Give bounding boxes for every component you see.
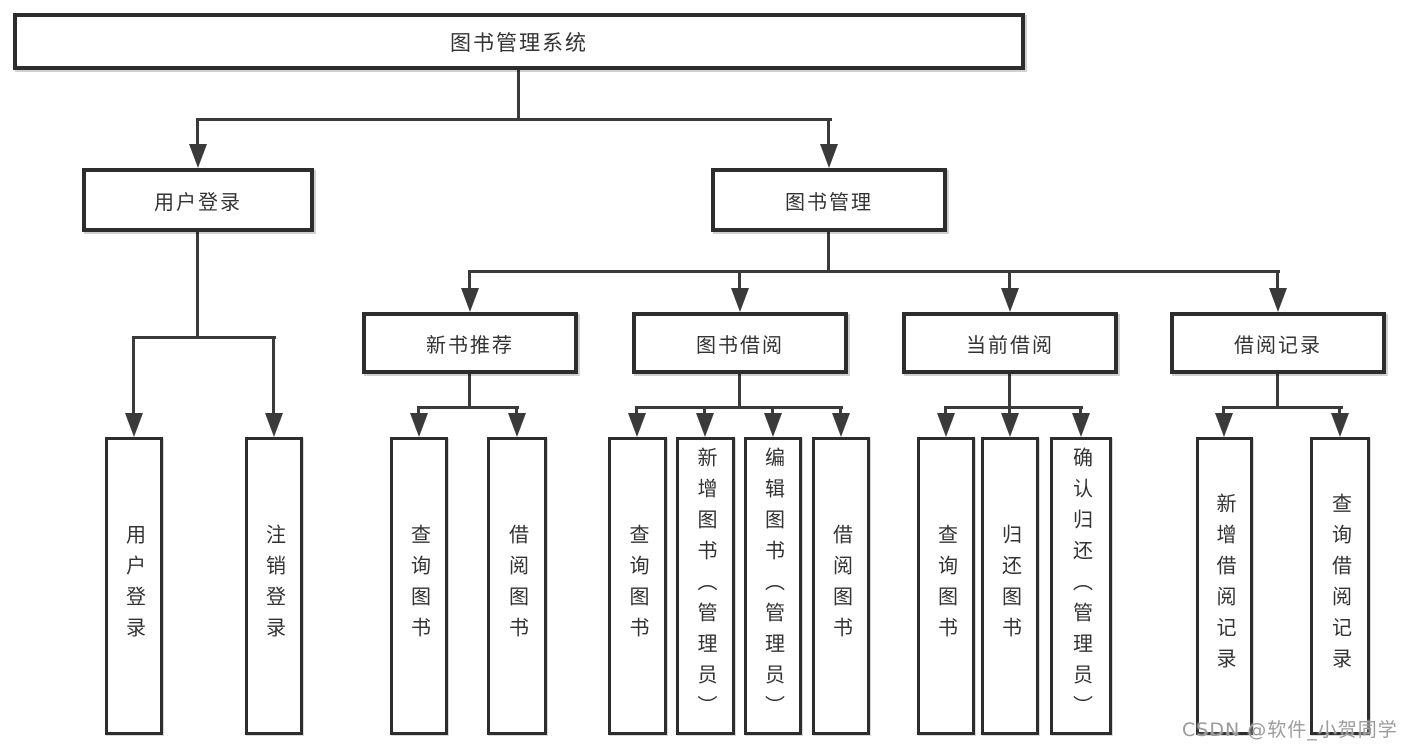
connector-line [1008,270,1011,290]
connector-line [517,70,520,120]
connector-line [771,406,774,416]
node-borrow-record: 借阅记录 [1170,312,1386,374]
node-label: 图书借阅 [696,332,784,357]
connector-line [1008,374,1011,406]
leaf-query-books-1: 查询图书 [390,437,448,735]
leaf-user-login: 用户登录 [105,437,163,735]
arrow-down-icon [832,413,850,437]
node-label: 编辑图书（管理员） [761,446,786,726]
connector-line [417,406,420,416]
connector-line [944,406,1083,409]
node-current-borrow: 当前借阅 [902,312,1118,374]
connector-line [1338,406,1341,416]
arrow-down-icon [410,413,428,437]
arrow-down-icon [696,413,714,437]
arrow-down-icon [1072,413,1090,437]
node-label: 借阅图书 [505,524,530,648]
connector-line [635,406,843,409]
connector-line [839,406,842,416]
connector-line [1008,406,1011,416]
connector-line [738,374,741,406]
node-new-book-recommend: 新书推荐 [362,312,578,374]
leaf-query-books-3: 查询图书 [917,437,975,735]
connector-line [417,406,519,409]
node-label: 查询图书 [407,524,432,648]
leaf-confirm-return-admin: 确认归还（管理员） [1050,437,1112,735]
node-label: 借阅图书 [829,524,854,648]
arrow-down-icon [764,413,782,437]
connector-line [196,118,832,121]
leaf-logout: 注销登录 [245,437,303,735]
arrow-down-icon [628,413,646,437]
leaf-add-borrow-record: 新增借阅记录 [1196,437,1253,735]
arrow-down-icon [265,413,283,437]
arrow-down-icon [1269,288,1287,312]
node-label: 归还图书 [998,524,1023,648]
connector-line [272,336,275,415]
node-label: 新增借阅记录 [1213,493,1237,679]
node-label: 图书管理 [785,189,873,214]
connector-line [1079,406,1082,416]
csdn-watermark: CSDN @软件_小贺同学 [1182,719,1398,741]
arrow-down-icon [820,144,838,168]
node-root-library-system: 图书管理系统 [13,13,1025,70]
node-label: 注销登录 [262,524,287,648]
connector-line [738,270,741,290]
connector-line [703,406,706,416]
node-book-management: 图书管理 [711,168,947,232]
leaf-query-books-2: 查询图书 [608,437,667,735]
arrow-down-icon [461,288,479,312]
connector-line [196,232,199,336]
connector-line [196,118,199,146]
connector-line [827,118,830,146]
leaf-borrow-books-2: 借阅图书 [812,437,870,735]
node-label: 查询图书 [626,524,650,648]
connector-line [1222,406,1225,416]
node-book-borrow: 图书借阅 [632,312,848,374]
node-label: 图书管理系统 [450,30,588,55]
node-label: 查询图书 [934,524,959,648]
leaf-edit-books-admin: 编辑图书（管理员） [744,437,802,735]
leaf-add-books-admin: 新增图书（管理员） [676,437,735,735]
connector-line [1222,406,1343,409]
connector-line [1276,270,1279,290]
connector-line [827,232,830,270]
arrow-down-icon [189,144,207,168]
node-label: 当前借阅 [966,332,1054,357]
arrow-down-icon [1215,413,1233,437]
node-label: 新增图书（管理员） [694,446,718,726]
connector-line [468,374,471,406]
node-label: 查询借阅记录 [1328,493,1353,679]
connector-line [132,336,276,339]
node-label: 用户登录 [154,189,242,214]
leaf-borrow-books-1: 借阅图书 [487,437,547,735]
leaf-return-books: 归还图书 [981,437,1039,735]
arrow-down-icon [125,413,143,437]
arrow-down-icon [1001,288,1019,312]
node-label: 借阅记录 [1234,332,1322,357]
leaf-query-borrow-record: 查询借阅记录 [1310,437,1370,735]
node-label: 新书推荐 [426,332,514,357]
node-label: 用户登录 [122,524,147,648]
arrow-down-icon [1001,413,1019,437]
arrow-down-icon [731,288,749,312]
connector-line [944,406,947,416]
arrow-down-icon [508,413,526,437]
connector-line [515,406,518,416]
arrow-down-icon [937,413,955,437]
node-user-login: 用户登录 [82,168,314,232]
connector-line [468,270,1280,273]
node-label: 确认归还（管理员） [1069,446,1094,726]
arrow-down-icon [1331,413,1349,437]
connector-line [635,406,638,416]
connector-line [132,336,135,415]
connector-line [468,270,471,290]
connector-line [1276,374,1279,406]
